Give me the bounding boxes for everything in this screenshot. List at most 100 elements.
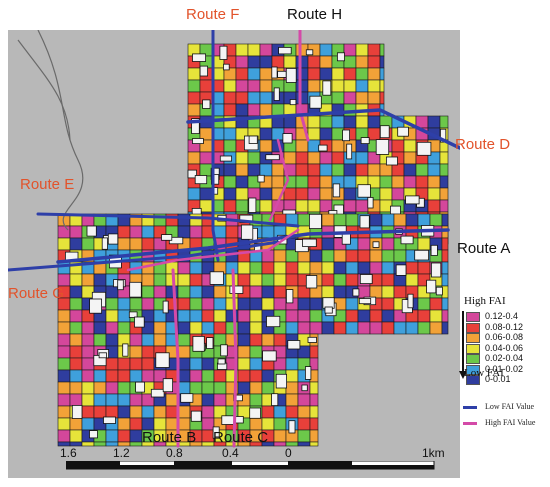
building-footprint xyxy=(318,144,328,152)
building-footprint xyxy=(191,118,200,134)
fai-cell xyxy=(223,163,237,177)
fai-cell xyxy=(249,321,263,335)
fai-cell xyxy=(319,127,333,141)
building-footprint xyxy=(416,141,432,156)
building-footprint xyxy=(223,63,230,71)
fai-cell xyxy=(343,175,357,189)
fai-cell xyxy=(57,405,71,419)
building-footprint xyxy=(367,196,374,209)
fai-cell xyxy=(439,163,449,177)
fai-cell xyxy=(213,309,227,323)
fai-cell xyxy=(105,381,119,395)
route-h-label: Route H xyxy=(287,6,343,23)
legend-class-swatch xyxy=(466,333,480,343)
fai-cell xyxy=(297,441,311,447)
fai-cell xyxy=(333,273,347,287)
fai-cell xyxy=(189,225,203,239)
building-footprint xyxy=(379,125,390,139)
fai-cell xyxy=(381,273,395,287)
building-footprint xyxy=(375,139,390,155)
building-footprint xyxy=(324,306,333,314)
fai-cell xyxy=(381,261,395,275)
fai-cell xyxy=(417,261,431,275)
fai-cell xyxy=(355,199,369,213)
route-b-label: Route B xyxy=(142,429,197,446)
fai-cell xyxy=(69,273,83,287)
fai-cell xyxy=(259,163,273,177)
building-footprint xyxy=(71,404,83,419)
fai-cell xyxy=(249,345,263,359)
fai-cell xyxy=(319,187,333,201)
fai-cell xyxy=(295,67,309,81)
fai-cell xyxy=(273,429,287,443)
fai-cell xyxy=(295,175,309,189)
fai-cell xyxy=(369,261,383,275)
fai-cell xyxy=(235,91,249,105)
fai-cell xyxy=(199,199,213,213)
fai-cell xyxy=(307,187,321,201)
fai-cell xyxy=(201,357,215,371)
fai-cell xyxy=(237,309,251,323)
fai-cell xyxy=(343,187,357,201)
building-footprint xyxy=(288,420,296,434)
fai-cell xyxy=(247,103,261,117)
fai-cell xyxy=(247,67,261,81)
fai-cell xyxy=(153,285,167,299)
fai-cell xyxy=(271,103,285,117)
fai-cell xyxy=(57,225,71,239)
fai-cell xyxy=(213,369,227,383)
building-footprint xyxy=(240,224,254,240)
fai-cell xyxy=(129,405,143,419)
fai-cell xyxy=(441,249,449,263)
fai-cell xyxy=(69,333,83,347)
fai-cell xyxy=(93,369,107,383)
fai-cell xyxy=(223,79,237,93)
route-e-line xyxy=(36,212,300,228)
low-fai-line-swatch xyxy=(463,406,477,409)
legend-class-row: 0.04-0.06 xyxy=(466,342,546,355)
fai-cell xyxy=(357,285,371,299)
fai-cell xyxy=(285,393,299,407)
fai-cell xyxy=(187,67,201,81)
fai-cell xyxy=(117,393,131,407)
fai-cell xyxy=(237,333,251,347)
fai-cell xyxy=(273,273,287,287)
fai-cell xyxy=(321,261,335,275)
fai-cell xyxy=(309,381,319,395)
fai-cell xyxy=(345,309,359,323)
fai-cell xyxy=(235,163,249,177)
legend-class-label: 0.04-0.06 xyxy=(485,342,524,353)
map-panel[interactable] xyxy=(8,30,460,478)
fai-cell xyxy=(259,91,273,105)
fai-cell xyxy=(295,79,309,93)
building-footprint xyxy=(309,95,322,109)
fai-cell xyxy=(295,187,309,201)
fai-cell xyxy=(405,321,419,335)
low-fai-line-label: Low FAI Value xyxy=(485,402,535,411)
fai-cell xyxy=(259,199,273,213)
building-footprint xyxy=(129,281,142,298)
fai-cell xyxy=(237,321,251,335)
fai-cell xyxy=(81,417,95,431)
fai-cell xyxy=(199,79,213,93)
fai-cell xyxy=(213,225,227,239)
fai-cell xyxy=(213,297,227,311)
fai-cell xyxy=(357,309,371,323)
fai-cell xyxy=(223,127,237,141)
fai-cell xyxy=(81,369,95,383)
building-footprint xyxy=(287,340,301,350)
fai-map[interactable] xyxy=(8,30,460,478)
fai-cell xyxy=(379,43,385,57)
fai-cell xyxy=(129,225,143,239)
building-footprint xyxy=(206,337,214,350)
building-footprint xyxy=(308,213,322,230)
fai-cell xyxy=(441,285,449,299)
fai-cell xyxy=(357,249,371,263)
fai-cell xyxy=(309,345,319,359)
fai-cell xyxy=(393,213,407,227)
legend-class-row: 0.02-0.04 xyxy=(466,353,546,365)
fai-cell xyxy=(283,115,297,129)
fai-cell xyxy=(297,309,311,323)
fai-cell xyxy=(153,405,167,419)
